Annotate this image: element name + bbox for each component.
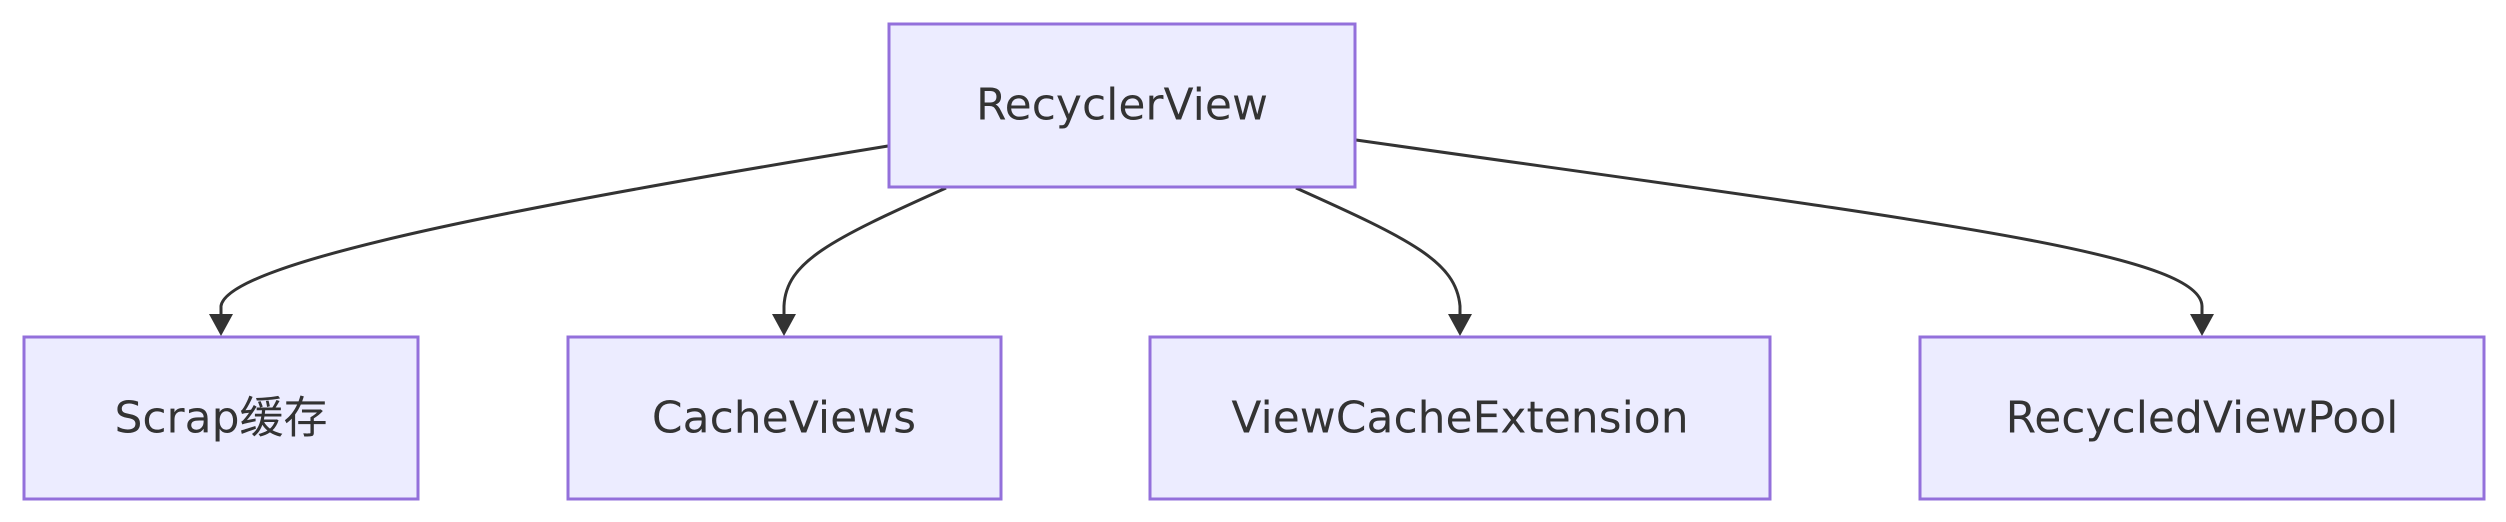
node-cacheviews: CacheViews	[566, 335, 1003, 501]
edge-recyclerview-to-recycledviewpool-arrowhead	[2190, 314, 2214, 336]
edge-recyclerview-to-viewcacheextension-arrowhead	[1448, 314, 1472, 336]
node-recyclerview: RecyclerView	[887, 22, 1357, 189]
node-cacheviews-label: CacheViews	[652, 393, 916, 444]
edges	[209, 138, 2214, 336]
edge-recyclerview-to-cacheviews-arrowhead	[772, 314, 796, 336]
node-recyclerview-label: RecyclerView	[976, 80, 1268, 131]
node-viewcacheextension: ViewCacheExtension	[1148, 335, 1772, 501]
edge-recyclerview-to-cacheviews	[782, 186, 947, 322]
edge-recyclerview-to-viewcacheextension	[1295, 186, 1462, 322]
node-recycledviewpool: RecycledViewPool	[1918, 335, 2486, 501]
edge-recyclerview-to-recycledviewpool	[1355, 138, 2204, 322]
node-viewcacheextension-label: ViewCacheExtension	[1231, 393, 1688, 444]
node-scrap-label: Scrap缓存	[114, 393, 327, 444]
edge-recyclerview-to-scrap	[219, 144, 889, 322]
node-recycledviewpool-label: RecycledViewPool	[2006, 393, 2399, 444]
node-scrap: Scrap缓存	[22, 335, 420, 501]
edge-recyclerview-to-scrap-arrowhead	[209, 314, 233, 336]
